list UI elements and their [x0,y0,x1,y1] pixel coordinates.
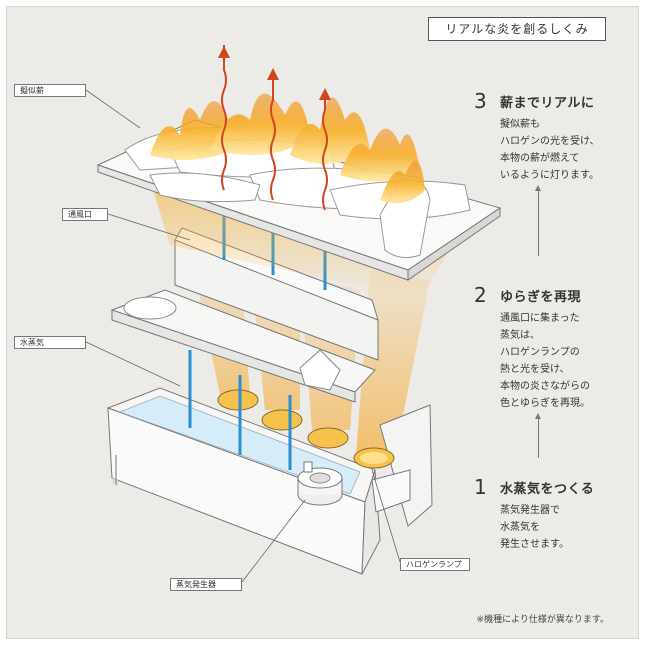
step-1: 1 水蒸気をつくる 蒸気発生器で 水蒸気を 発生させます。 [474,476,634,556]
step-3-description: 擬似薪も ハロゲンの光を受け、 本物の薪が燃えて いるように灯ります。 [500,119,600,181]
label-steam-generator: 蒸気発生器 [170,578,242,591]
label-halogen-lamp: ハロゲンランプ [400,558,470,571]
middle-shelf [110,289,376,403]
step-3-number: 3 [474,89,487,113]
halogen-lamps [217,389,395,469]
flow-arrow-upper [535,185,541,256]
heat-arrows [221,45,328,211]
label-artificial-log: 擬似薪 [14,84,86,97]
step-2-heading: ゆらぎを再現 [500,290,582,305]
step-1-description: 蒸気発生器で 水蒸気を 発生させます。 [500,505,569,550]
flow-arrow-lower [535,413,541,458]
step-3: 3 薪までリアルに 擬似薪も ハロゲンの光を受け、 本物の薪が燃えて いるように… [474,90,634,200]
label-vent: 通風口 [62,208,108,221]
step-2-description: 通風口に集まった 蒸気は、 ハロゲンランプの 熱と光を受け、 本物の炎さながらの… [500,313,590,409]
steam-generator [297,461,343,506]
step-1-heading: 水蒸気をつくる [500,482,595,497]
step-2: 2 ゆらぎを再現 通風口に集まった 蒸気は、 ハロゲンランプの 熱と光を受け、 … [474,284,634,414]
heat-arrow-heads [218,46,331,100]
diagram-title: リアルな炎を創るしくみ [428,17,606,41]
step-2-number: 2 [474,283,487,307]
step-3-heading: 薪までリアルに [500,96,595,111]
step-1-number: 1 [474,475,487,499]
footnote: ※機種により仕様が異なります。 [476,615,609,625]
steam-columns [188,350,292,470]
label-steam: 水蒸気 [14,336,86,349]
flames [150,93,425,204]
leader-lines [85,89,401,583]
